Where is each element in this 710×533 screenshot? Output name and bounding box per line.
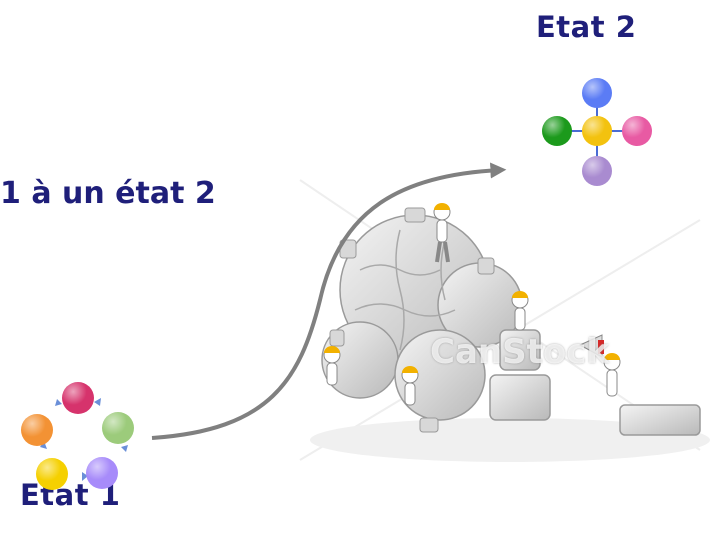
state-1-node-highlight [36, 458, 68, 490]
state-1-node-highlight [86, 457, 118, 489]
state-2-node-center-highlight [582, 116, 612, 146]
state-2-node-left-highlight [542, 116, 572, 146]
worker-figure [323, 346, 341, 386]
state-2-cross [542, 78, 652, 186]
worker-figure [511, 291, 529, 331]
transition-text: 1 à un état 2 [0, 176, 216, 211]
state-1-node-highlight [102, 412, 134, 444]
state-1-node-highlight [62, 382, 94, 414]
state-1-cycle [21, 382, 134, 490]
worker-figure [401, 366, 419, 406]
puzzle-gears-illustration [299, 179, 710, 462]
state-2-node-top-highlight [582, 78, 612, 108]
worker-figure [433, 203, 451, 263]
state-2-label: Etat 2 [536, 10, 637, 44]
stock-watermark: CanStock [430, 332, 609, 372]
transition-arrow [151, 162, 507, 440]
worker-figure [578, 334, 621, 397]
state-2-node-right-highlight [622, 116, 652, 146]
state-2-node-bottom-highlight [582, 156, 612, 186]
state-1-node-highlight [21, 414, 53, 446]
